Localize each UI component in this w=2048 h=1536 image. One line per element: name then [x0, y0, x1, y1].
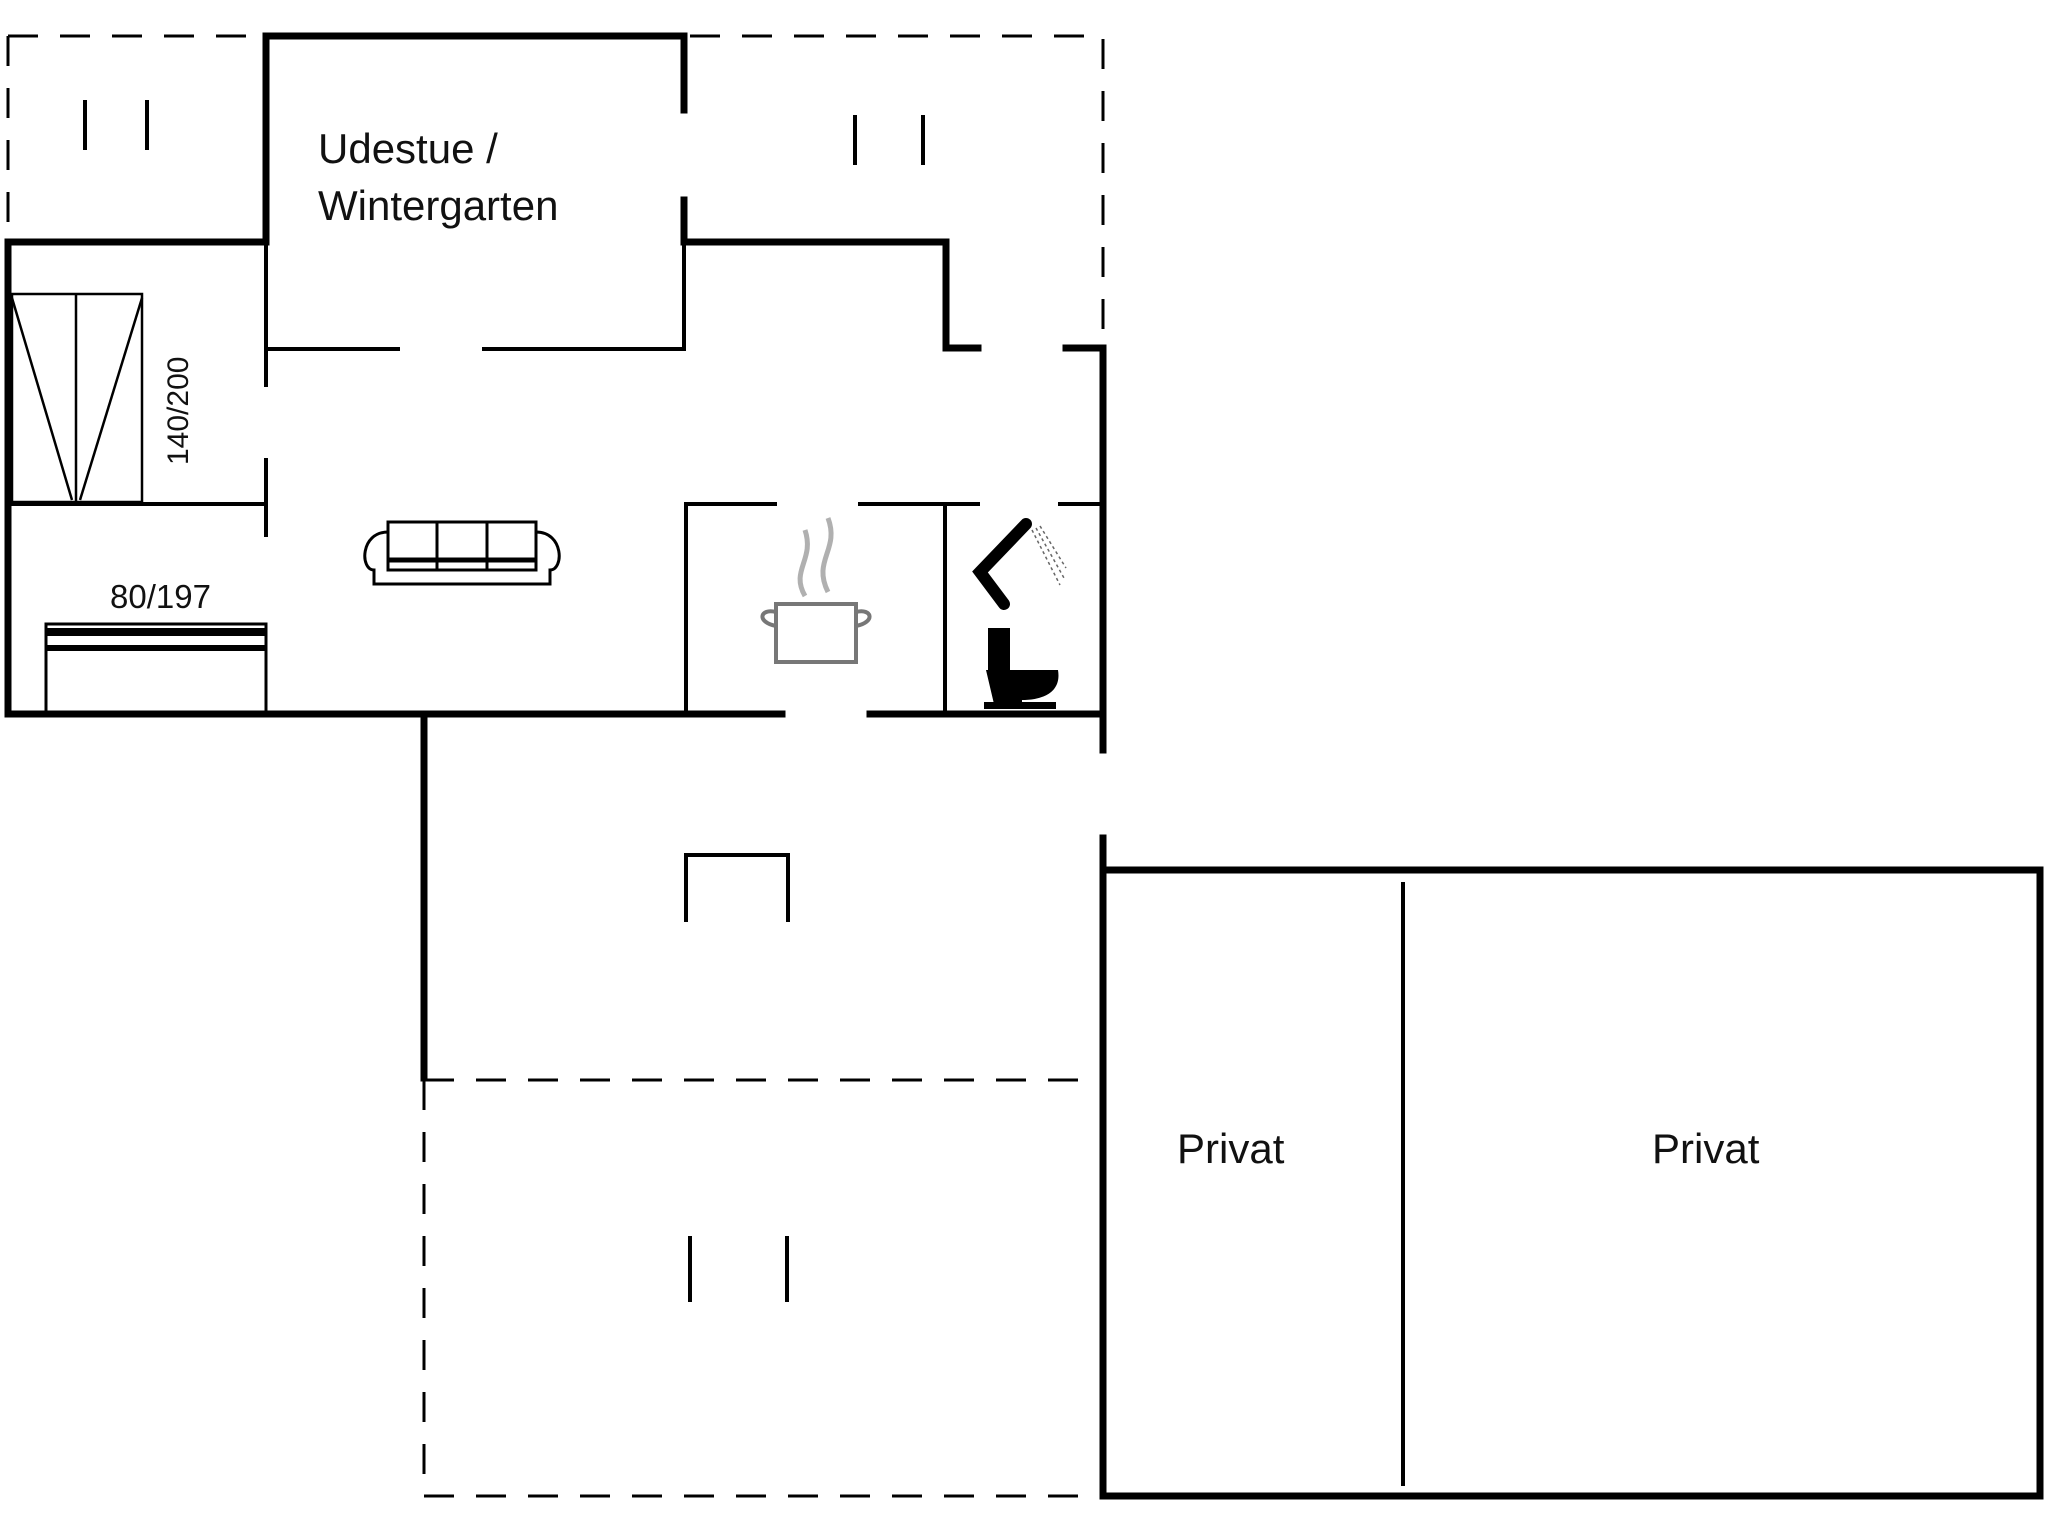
- sunroom-label-line2: Wintergarten: [318, 182, 558, 229]
- private-room-left-label: Privat: [1177, 1125, 1285, 1172]
- toilet-icon: [984, 628, 1059, 709]
- sunroom-label-line1: Udestue /: [318, 125, 498, 172]
- cooking-pot-icon: [760, 517, 872, 664]
- double-bed-size-label: 140/200: [162, 357, 195, 465]
- shower-icon: [972, 518, 1067, 610]
- window-marks: [83, 100, 925, 1302]
- single-bed-icon: [44, 622, 268, 714]
- private-room-right-label: Privat: [1652, 1125, 1760, 1172]
- walls: [4, 32, 2044, 1500]
- single-bed-size-label: 80/197: [110, 578, 211, 615]
- dashed-outlines: [6, 34, 1105, 1498]
- double-bed-icon: [10, 292, 144, 504]
- sofa-icon: [363, 520, 561, 586]
